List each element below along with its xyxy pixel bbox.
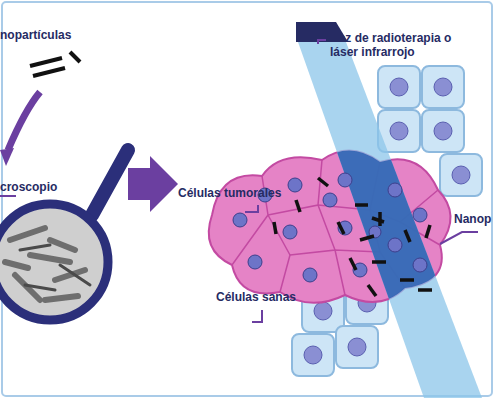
irradiated-zone — [209, 150, 451, 302]
nanoparticle-label: Nanop — [454, 212, 495, 226]
lens-rim — [0, 204, 108, 320]
leader-line — [0, 195, 16, 197]
label-text: nopartículas — [0, 28, 120, 42]
tumor-label: Células tumorales — [178, 186, 308, 200]
arrow-head — [0, 148, 14, 166]
healthy-label: Células sanas — [216, 290, 326, 304]
tem-image — [0, 200, 110, 325]
leader-lines — [245, 40, 478, 322]
tumor-mass — [209, 150, 451, 302]
label-text: croscopio — [0, 180, 90, 194]
curved-arrow — [8, 92, 40, 150]
magnifier-handle — [92, 150, 128, 215]
nanoparticles — [30, 52, 80, 76]
beam-label: Haz de radioterapia o láser infrarrojo — [330, 31, 460, 59]
nanoparticles — [274, 178, 432, 296]
process-arrow — [128, 156, 178, 212]
